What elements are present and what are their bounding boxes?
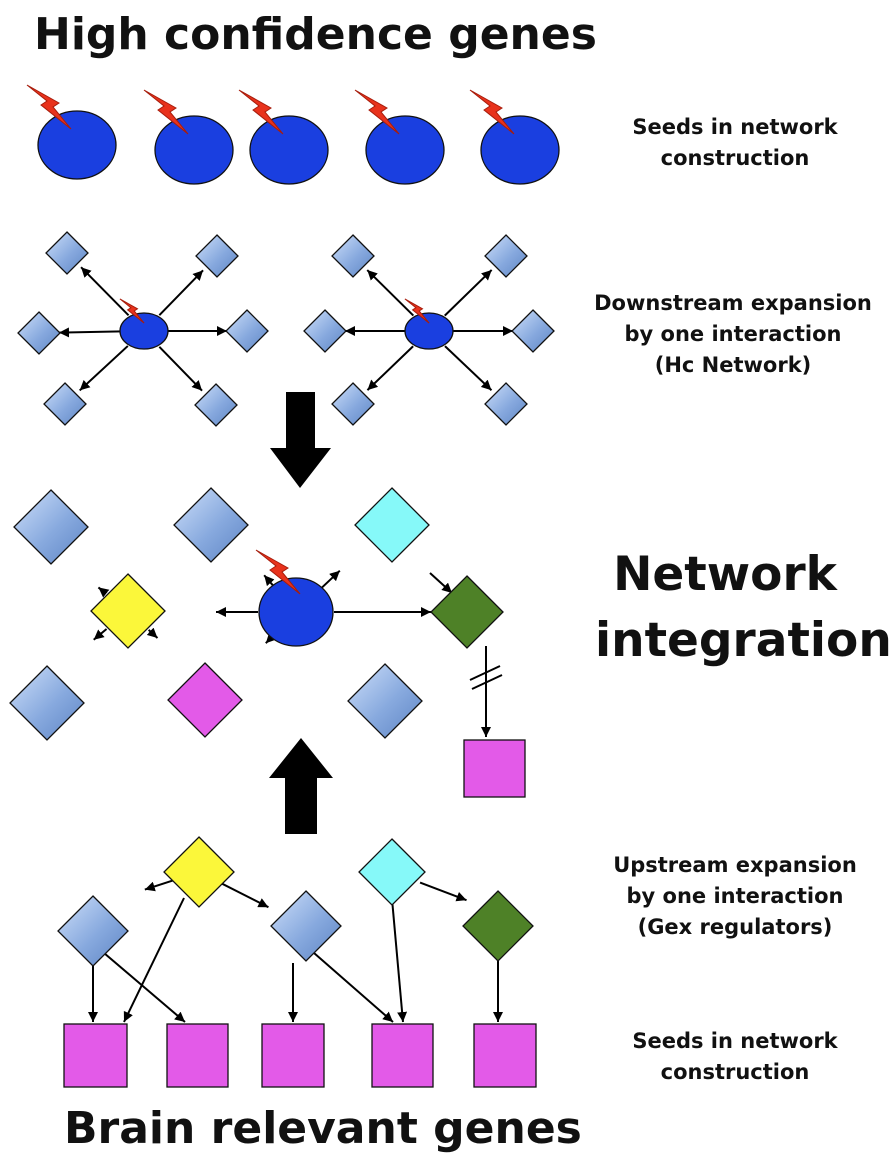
magenta-square	[261, 1023, 325, 1088]
lightning-bolt-icon	[26, 84, 72, 130]
interaction-arrow	[391, 898, 408, 1023]
gene-diamond	[484, 234, 528, 278]
integration-line1: Network	[613, 547, 837, 602]
interaction-arrow	[218, 881, 269, 909]
cyan-diamond	[354, 487, 430, 563]
gene-diamond	[194, 383, 238, 427]
yellow-diamond	[163, 836, 235, 908]
break-mark	[471, 674, 503, 690]
seed-gene-circle	[404, 312, 454, 350]
interaction-arrow	[80, 266, 130, 317]
gene-diamond	[484, 382, 528, 426]
seeds-top-label: Seeds in network construction	[620, 112, 850, 174]
lightning-bolt-icon	[119, 298, 145, 324]
interaction-arrow	[366, 269, 415, 317]
downstream-label: Downstream expansion by one interaction …	[575, 288, 891, 381]
interaction-arrow	[444, 345, 493, 391]
interaction-arrow	[158, 346, 203, 392]
break-mark	[469, 665, 501, 681]
up-arrow	[269, 738, 333, 834]
lightning-bolt-icon	[404, 298, 430, 324]
downstream-line1: Downstream expansion	[594, 291, 872, 315]
gene-diamond	[45, 231, 89, 275]
interaction-arrow	[429, 572, 453, 594]
interaction-arrow	[103, 952, 186, 1023]
interaction-arrow	[93, 628, 108, 641]
gene-diamond	[347, 663, 423, 739]
magenta-square	[166, 1023, 229, 1088]
green-diamond	[430, 575, 504, 649]
lightning-bolt-icon	[354, 89, 400, 135]
interaction-arrow	[305, 945, 394, 1023]
interaction-arrow	[58, 327, 123, 338]
gene-diamond	[303, 309, 347, 353]
integration-label: Network integration	[595, 542, 891, 674]
yellow-diamond	[90, 573, 166, 649]
magenta-square	[371, 1023, 434, 1088]
seeds-bottom-label: Seeds in network construction	[620, 1026, 850, 1088]
gene-diamond	[331, 382, 375, 426]
magenta-square	[63, 1023, 128, 1088]
magenta-square	[473, 1023, 537, 1088]
seed-gene-circle	[119, 312, 169, 350]
seed-gene-circle	[154, 115, 234, 185]
interaction-arrow	[320, 569, 341, 590]
top-title: High confidence genes	[34, 9, 597, 60]
upstream-line1: Upstream expansion	[613, 853, 857, 877]
interaction-arrow	[158, 269, 204, 316]
seed-gene-circle	[249, 115, 329, 185]
interaction-arrow	[97, 586, 110, 598]
upstream-line3: (Gex regulators)	[637, 915, 833, 939]
seeds-top-line2: construction	[660, 146, 810, 170]
magenta-square	[463, 739, 526, 798]
lightning-bolt-icon	[469, 89, 515, 135]
integration-line2: integration	[595, 613, 891, 668]
green-diamond	[462, 890, 534, 962]
interaction-arrow	[123, 897, 185, 1023]
seeds-top-line1: Seeds in network	[632, 115, 838, 139]
seeds-bottom-line2: construction	[660, 1060, 810, 1084]
downstream-line2: by one interaction	[624, 322, 842, 346]
seed-gene-circle	[37, 110, 117, 180]
magenta-diamond	[167, 662, 243, 738]
gene-diamond	[173, 487, 249, 563]
gene-diamond	[511, 309, 555, 353]
lightning-bolt-icon	[143, 89, 189, 135]
gene-diamond	[57, 895, 129, 967]
upstream-line2: by one interaction	[626, 884, 844, 908]
seed-gene-circle	[258, 577, 334, 647]
gene-diamond	[17, 311, 61, 355]
lightning-bolt-icon	[255, 549, 301, 595]
interaction-arrow	[79, 345, 129, 392]
seeds-bottom-line1: Seeds in network	[632, 1029, 838, 1053]
upstream-label: Upstream expansion by one interaction (G…	[590, 850, 880, 943]
interaction-arrow	[146, 627, 159, 639]
gene-diamond	[43, 382, 87, 426]
lightning-bolt-icon	[238, 89, 284, 135]
bottom-title: Brain relevant genes	[64, 1103, 582, 1154]
gene-diamond	[13, 489, 89, 565]
down-arrow	[270, 392, 331, 488]
seed-gene-circle	[365, 115, 445, 185]
cyan-diamond	[358, 838, 426, 906]
interaction-arrow	[444, 269, 493, 317]
downstream-line3: (Hc Network)	[654, 353, 812, 377]
gene-diamond	[225, 309, 269, 353]
interaction-arrow	[263, 574, 275, 587]
seed-gene-circle	[480, 115, 560, 185]
interaction-arrow	[419, 881, 467, 902]
interaction-arrow	[366, 345, 414, 391]
gene-diamond	[270, 890, 342, 962]
gene-diamond	[331, 234, 375, 278]
gene-diamond	[195, 234, 239, 278]
gene-diamond	[9, 665, 85, 741]
